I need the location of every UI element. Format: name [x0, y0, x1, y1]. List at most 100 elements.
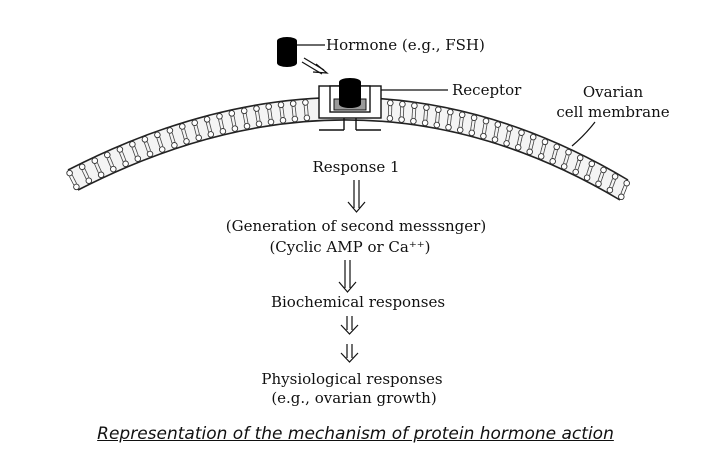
- lipid-head: [279, 117, 287, 124]
- lipid-head: [537, 153, 545, 160]
- lipid-head: [588, 160, 596, 168]
- lipid-head: [494, 121, 502, 128]
- lipid-head: [303, 114, 311, 122]
- lipid-tail: [156, 136, 162, 143]
- lipid-head: [110, 165, 117, 173]
- down-arrow-3: [340, 316, 359, 335]
- lipid-tail: [493, 131, 499, 138]
- lipid-head: [73, 183, 80, 191]
- lipid-head: [458, 111, 466, 119]
- lipid-head: [447, 108, 454, 116]
- lipid-head: [207, 131, 215, 138]
- lipid-tail: [609, 182, 615, 189]
- lipid-head: [289, 100, 297, 107]
- down-arrow-2: [338, 260, 357, 293]
- lipid-head: [85, 177, 93, 184]
- lipid-head: [183, 138, 190, 145]
- lipid-tail: [157, 141, 164, 148]
- lipid-head: [195, 134, 202, 142]
- lipid-tail: [230, 115, 236, 122]
- lipid-tail: [423, 110, 429, 116]
- lipid-head: [541, 138, 549, 146]
- lipid-tail: [481, 128, 487, 134]
- lipid-tail: [255, 115, 261, 122]
- lipid-head: [302, 99, 309, 106]
- down-arrow-1: [347, 180, 366, 213]
- lipid-head: [549, 158, 556, 165]
- lipid-tail: [267, 109, 272, 115]
- receptor-label: Receptor: [452, 81, 522, 99]
- lipid-tail: [143, 141, 150, 148]
- lipid-head: [141, 136, 149, 143]
- lipid-tail: [411, 113, 416, 119]
- lipid-tail: [83, 172, 90, 179]
- lipid-head: [529, 133, 537, 141]
- lipid-tail: [94, 162, 100, 169]
- lipid-head: [503, 140, 510, 147]
- lipid-head: [253, 105, 260, 112]
- lipid-head: [491, 136, 499, 143]
- lipid-tail: [551, 153, 557, 160]
- lipid-tail: [242, 113, 248, 119]
- lipid-head: [179, 123, 186, 130]
- membrane-label-line2: cell membrane: [556, 103, 669, 121]
- lipid-head: [216, 113, 223, 120]
- lipid-tail: [470, 124, 475, 131]
- lipid-head: [435, 106, 442, 113]
- lipid-tail: [291, 106, 297, 112]
- lipid-tail: [459, 117, 464, 123]
- lipid-tail: [81, 168, 88, 175]
- lipid-tail: [528, 143, 534, 150]
- lipid-head: [553, 143, 560, 151]
- lipid-tail: [219, 123, 225, 130]
- lipid-tail: [400, 106, 405, 113]
- bound-hormone: [339, 78, 361, 108]
- lipid-tail: [303, 105, 309, 111]
- lipid-tail: [516, 139, 522, 146]
- lipid-head: [97, 171, 105, 179]
- lipid-head: [445, 124, 452, 131]
- lipid-head: [277, 101, 285, 109]
- lipid-tail: [279, 107, 284, 113]
- lipid-head: [104, 151, 111, 159]
- lipid-tail: [71, 179, 77, 186]
- lipid-tail: [388, 105, 393, 111]
- lipid-head: [243, 122, 251, 130]
- figure-caption: Representation of the mechanism of prote…: [97, 424, 614, 444]
- physiological-line2: (e.g., ovarian growth): [271, 389, 436, 407]
- lipid-head: [470, 114, 478, 122]
- lipid-head: [122, 160, 129, 168]
- lipid-head: [572, 168, 579, 176]
- lipid-tail: [131, 146, 138, 153]
- lipid-tail: [586, 169, 592, 176]
- lipid-head: [514, 144, 522, 151]
- lipid-head: [191, 119, 198, 127]
- lipid-tail: [540, 148, 546, 155]
- lipid-head: [482, 117, 490, 125]
- lipid-tail: [505, 135, 511, 141]
- lipid-tail: [506, 130, 512, 137]
- lipid-head: [387, 99, 394, 107]
- lipid-head: [116, 146, 124, 153]
- lipid-tail: [399, 111, 404, 117]
- lipid-tail: [292, 110, 297, 117]
- hormone-label: Hormone (e.g., FSH): [326, 36, 485, 54]
- lipid-tail: [574, 163, 580, 170]
- lipid-tail: [517, 135, 523, 141]
- lipid-head: [411, 102, 418, 109]
- lipid-tail: [194, 129, 200, 136]
- lipid-tail: [304, 109, 309, 116]
- lipid-tail: [133, 150, 139, 157]
- lipid-head: [386, 115, 394, 122]
- lipid-tail: [96, 166, 102, 174]
- lipid-head: [433, 121, 441, 129]
- lipid-head: [623, 179, 630, 187]
- lipid-head: [618, 193, 625, 201]
- lipid-head: [158, 146, 166, 153]
- lipid-tail: [218, 118, 224, 125]
- lipid-tail: [447, 114, 452, 121]
- lipid-head: [526, 148, 533, 156]
- lipid-head: [583, 174, 591, 181]
- lipid-tail: [541, 144, 547, 150]
